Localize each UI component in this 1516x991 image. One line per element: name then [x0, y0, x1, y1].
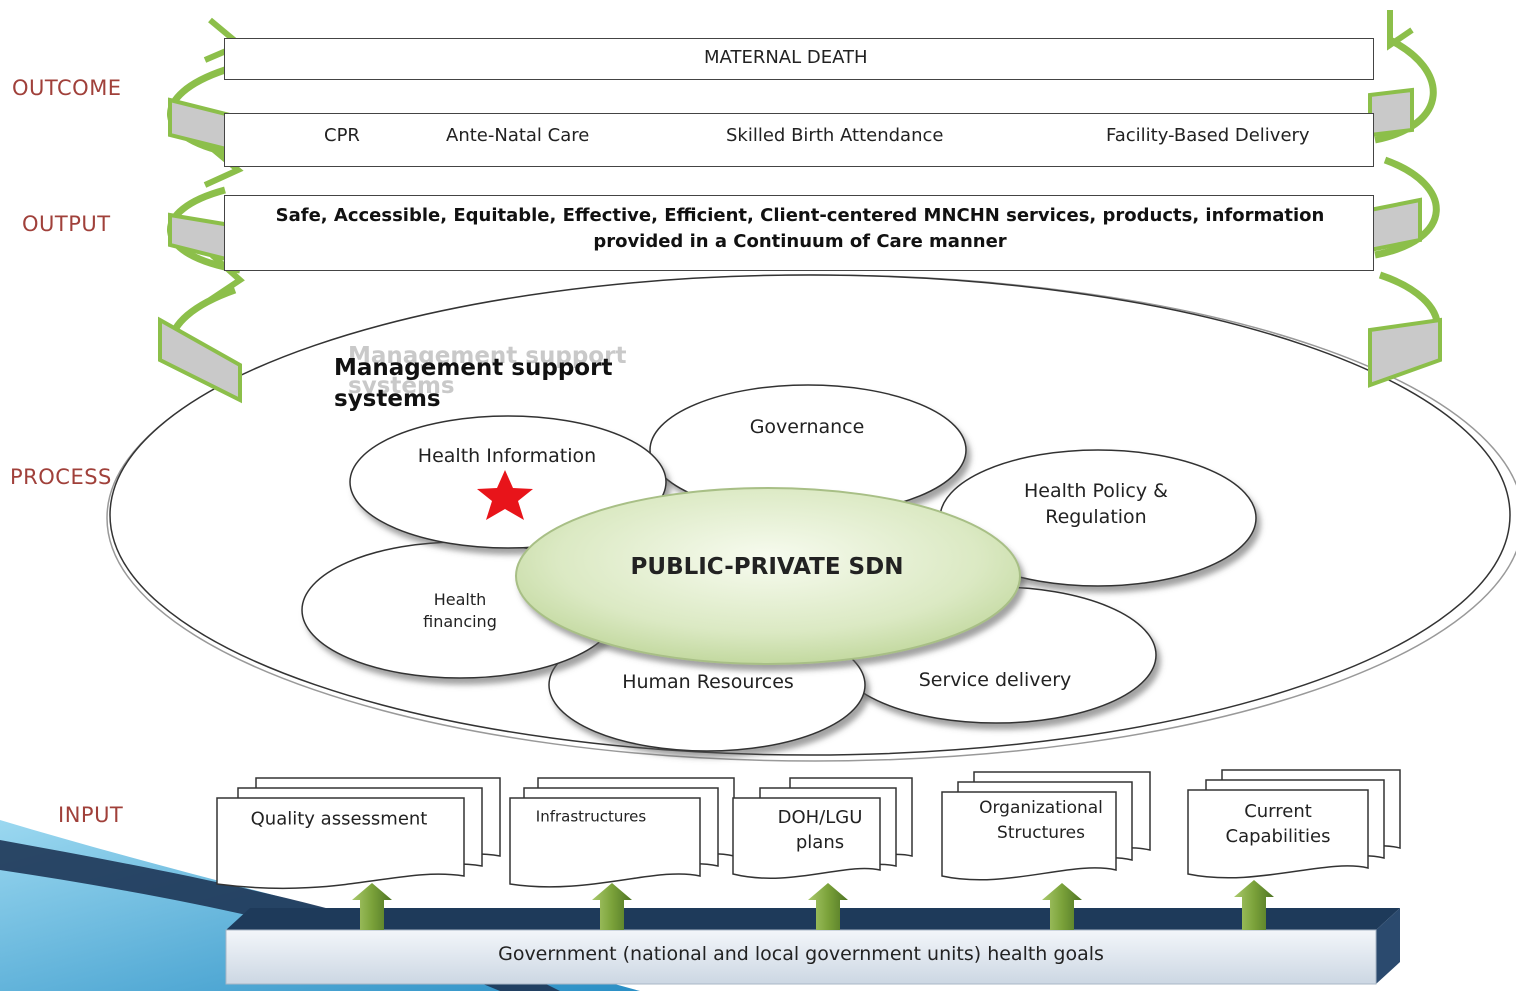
management-line-2: systems	[334, 386, 441, 412]
management-shadow-line-1: Management support	[348, 343, 627, 369]
human-resources-label: Human Resources	[622, 671, 794, 693]
capabilities-line-2: Capabilities	[1225, 826, 1331, 847]
capabilities-line-1: Current	[1244, 801, 1312, 822]
service-delivery-label: Service delivery	[918, 669, 1072, 691]
label-process: PROCESS	[10, 465, 112, 489]
governance-label: Governance	[749, 416, 865, 438]
foundation-text: Government (national and local governmen…	[498, 943, 1104, 965]
indicator-skilled-birth: Skilled Birth Attendance	[726, 125, 944, 146]
health-financing-label: Health financing	[423, 589, 497, 633]
doh-lgu-line-1: DOH/LGU	[777, 807, 863, 828]
org-line-2: Structures	[997, 823, 1085, 843]
management-line-1: Management support	[334, 355, 613, 381]
health-financing-line-2: financing	[423, 612, 497, 631]
foundation-platform	[225, 908, 1400, 985]
management-heading: Management support systems	[334, 353, 612, 415]
center-label: PUBLIC-PRIVATE SDN	[630, 554, 904, 580]
health-financing-line-1: Health	[433, 590, 487, 609]
health-policy-label: Health Policy & Regulation	[1024, 478, 1168, 530]
doh-lgu-line-2: plans	[795, 832, 845, 853]
input-infrastructures: Infrastructures	[535, 807, 647, 826]
label-outcome: OUTCOME	[12, 76, 122, 100]
input-quality-assessment: Quality assessment	[250, 808, 428, 830]
public-private-sdn-ellipse	[515, 487, 1021, 665]
input-organizational-structures: Organizational Structures	[979, 796, 1103, 846]
org-line-1: Organizational	[979, 798, 1103, 818]
platform-up-arrows	[352, 880, 1274, 930]
indicator-facility-delivery: Facility-Based Delivery	[1106, 125, 1310, 146]
label-output: OUTPUT	[22, 212, 111, 236]
indicator-antenatal: Ante-Natal Care	[446, 125, 590, 146]
star-icon	[477, 470, 533, 520]
management-shadow-line-2: systems	[348, 373, 455, 399]
output-line-1: Safe, Accessible, Equitable, Effective, …	[275, 205, 1325, 226]
input-current-capabilities: Current Capabilities	[1226, 799, 1331, 849]
input-documents	[216, 769, 1401, 890]
indicators-box	[224, 113, 1374, 167]
output-line-2: provided in a Continuum of Care manner	[593, 231, 1007, 252]
output-statement: Safe, Accessible, Equitable, Effective, …	[228, 203, 1372, 255]
health-information-label: Health Information	[417, 445, 597, 467]
outcome-text: MATERNAL DEATH	[704, 47, 868, 68]
outcome-box	[224, 38, 1374, 80]
health-policy-line-1: Health Policy &	[1024, 480, 1168, 502]
input-doh-lgu-plans: DOH/LGU plans	[778, 805, 863, 855]
left-cycle-ribbons	[158, 97, 242, 404]
output-box	[224, 195, 1374, 271]
management-heading-shadow: Management support systems	[348, 341, 626, 401]
health-policy-line-2: Regulation	[1045, 506, 1147, 528]
right-cycle-ribbons	[1368, 87, 1442, 388]
indicator-cpr: CPR	[324, 125, 360, 146]
label-input: INPUT	[58, 803, 124, 827]
